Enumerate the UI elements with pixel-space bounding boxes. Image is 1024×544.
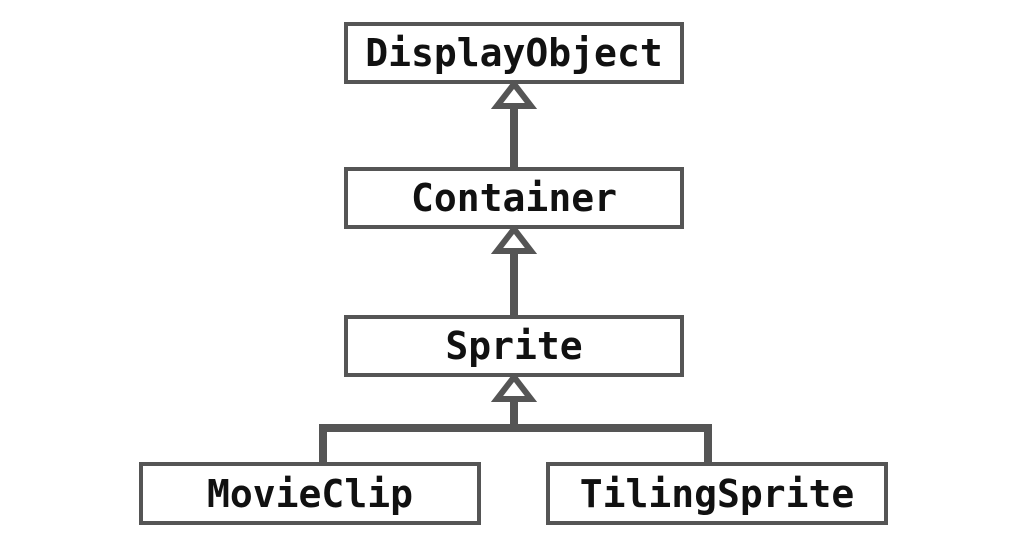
- class-node-displayobject[interactable]: DisplayObject: [344, 22, 684, 84]
- class-node-movieclip[interactable]: MovieClip: [139, 462, 481, 525]
- generalization-arrowhead-sprite: [490, 372, 538, 402]
- class-node-label: DisplayObject: [365, 31, 663, 75]
- generalization-arrowhead-container: [490, 224, 538, 254]
- class-node-label: Sprite: [445, 324, 583, 368]
- class-node-label: Container: [411, 176, 617, 220]
- class-node-tilingsprite[interactable]: TilingSprite: [546, 462, 888, 525]
- class-node-container[interactable]: Container: [344, 167, 684, 229]
- class-node-sprite[interactable]: Sprite: [344, 315, 684, 377]
- class-node-label: MovieClip: [207, 471, 413, 516]
- generalization-arrowhead-displayobject: [490, 79, 538, 109]
- class-node-label: TilingSprite: [579, 471, 855, 516]
